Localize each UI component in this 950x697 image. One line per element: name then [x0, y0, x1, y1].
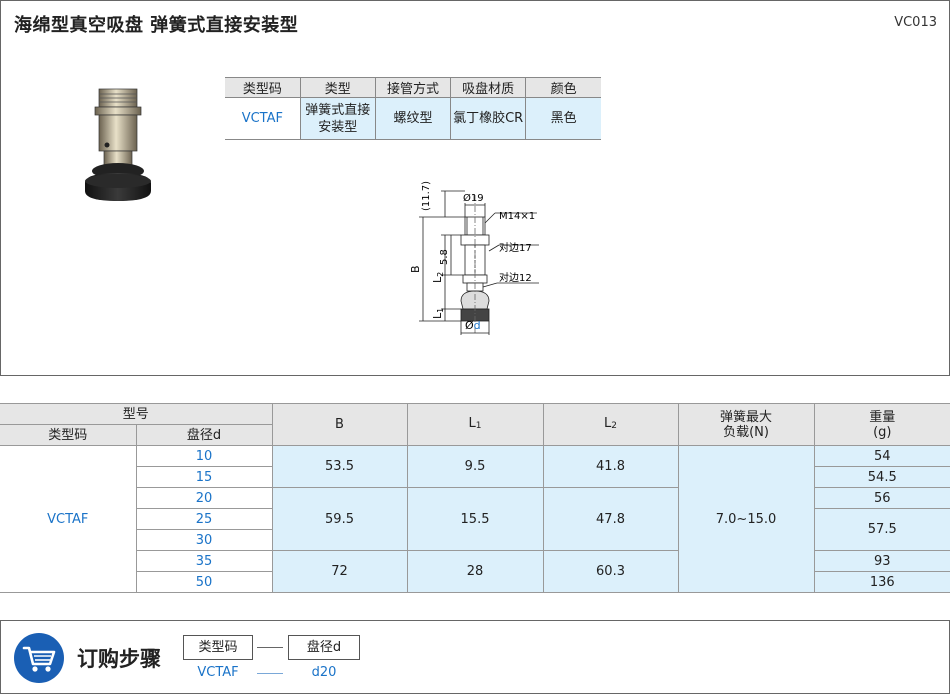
table-row: VCTAF 10 53.5 9.5 41.8 7.0~15.0 54 — [0, 445, 950, 593]
order-value-type-code[interactable]: VCTAF — [197, 665, 239, 680]
spec-color: 黑色 — [525, 97, 601, 140]
product-image — [85, 88, 151, 201]
order-box-diameter: 盘径d — [288, 635, 360, 660]
cell-weight: 54.5 — [813, 466, 950, 488]
header-type-code: 类型码 — [0, 424, 137, 446]
cell-b: 59.5 — [271, 487, 408, 551]
dim-dia-19: Ø19 — [463, 192, 484, 204]
table-row: 20 59.5 15.5 47.8 56 — [0, 487, 950, 551]
cell-diameter[interactable]: 35 — [136, 550, 273, 572]
thread-label: M14×1 — [499, 211, 535, 222]
cell-weight: 56 — [813, 487, 950, 509]
header-l2: L2 — [542, 403, 679, 446]
product-info-panel: 海绵型真空吸盘 弹簧式直接安装型 VC013 — [0, 0, 950, 376]
cell-spring-load: 7.0~15.0 — [677, 445, 815, 593]
cell-diameter[interactable]: 10 — [135, 445, 273, 467]
cell-diameter[interactable]: 15 — [136, 466, 273, 488]
cell-b: 53.5 — [271, 445, 408, 488]
cell-weight: 136 — [813, 571, 950, 593]
page-title: 海绵型真空吸盘 弹簧式直接安装型 — [14, 15, 299, 36]
cart-icon — [14, 633, 64, 683]
product-code: VC013 — [894, 15, 937, 30]
spec-connection: 螺纹型 — [374, 97, 452, 140]
cell-weight: 57.5 — [813, 508, 950, 551]
table-row: 30 — [0, 529, 950, 551]
spec-type-line2: 安装型 — [318, 119, 358, 135]
order-box-type-code: 类型码 — [183, 635, 253, 660]
spec-material: 氯丁橡胶CR — [450, 97, 527, 140]
model-table: 型号 B L1 L2 弹簧最大负载(N) 重量(g) 类型码 盘径d VCTAF… — [0, 403, 950, 593]
spec-type: 弹簧式直接 安装型 — [299, 97, 376, 140]
order-value-diameter[interactable]: d20 — [311, 665, 337, 680]
order-connector — [257, 647, 283, 648]
spec-header-type-code: 类型码 — [225, 77, 301, 98]
cell-l1: 28 — [406, 550, 544, 593]
cell-l2: 41.8 — [542, 445, 679, 488]
order-steps-panel: 订购步骤 类型码 盘径d VCTAF d20 — [0, 620, 950, 694]
spec-table: 类型码 类型 接管方式 吸盘材质 颜色 VCTAF 弹簧式直接 安装型 螺纹型 … — [225, 77, 601, 140]
dim-11-7: (11.7) — [421, 181, 432, 211]
cell-b: 72 — [271, 550, 408, 593]
dim-5-8: 5.8 — [439, 249, 450, 265]
cell-diameter[interactable]: 25 — [136, 508, 273, 530]
cell-diameter[interactable]: 20 — [136, 487, 273, 509]
spec-type-code[interactable]: VCTAF — [225, 97, 301, 140]
dim-l1: L1 — [431, 308, 445, 319]
header-spring-load: 弹簧最大负载(N) — [677, 403, 815, 446]
cell-weight: 93 — [813, 550, 950, 572]
table-row: 25 57.5 — [0, 508, 950, 551]
cell-type-code[interactable]: VCTAF — [0, 445, 137, 593]
header-model: 型号 — [0, 403, 273, 425]
table-row: 50 136 — [0, 571, 950, 593]
dim-dia-d: Ød — [465, 319, 481, 332]
header-weight: 重量(g) — [813, 403, 950, 446]
order-steps-title: 订购步骤 — [77, 647, 161, 671]
spec-type-line1: 弹簧式直接 — [305, 102, 371, 118]
technical-drawing: (11.7) Ø19 M14×1 对边17 5.8 对边12 B L2 L1 Ø… — [409, 181, 539, 335]
cell-l1: 9.5 — [406, 445, 544, 488]
spec-header-connection: 接管方式 — [374, 77, 452, 98]
cell-weight: 54 — [813, 445, 950, 467]
cell-l1: 15.5 — [406, 487, 544, 551]
cell-l2: 60.3 — [542, 550, 679, 593]
order-value-connector — [257, 673, 283, 674]
cell-diameter[interactable]: 30 — [136, 529, 273, 551]
hex12-label: 对边12 — [499, 271, 532, 284]
spec-header-material: 吸盘材质 — [450, 77, 527, 98]
spec-header-color: 颜色 — [525, 77, 601, 98]
cell-diameter[interactable]: 50 — [136, 571, 273, 593]
hex17-label: 对边17 — [499, 241, 532, 254]
cell-l2: 47.8 — [542, 487, 679, 551]
table-row: 15 54.5 — [0, 466, 950, 488]
header-b: B — [271, 403, 408, 446]
dim-b: B — [409, 265, 422, 273]
dim-l2: L2 — [431, 272, 445, 283]
table-row: 35 72 28 60.3 93 — [0, 550, 950, 593]
header-diameter: 盘径d — [135, 424, 273, 446]
header-l1: L1 — [406, 403, 544, 446]
spec-header-type: 类型 — [299, 77, 376, 98]
